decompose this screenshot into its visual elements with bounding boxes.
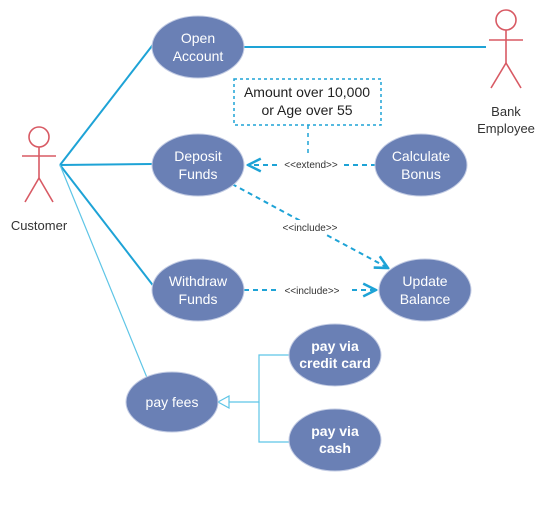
generalization-credit-card [226,354,292,403]
condition-note [233,78,382,126]
use-case-deposit-funds[interactable]: Deposit Funds [151,133,245,197]
association-customer-pay-fees [59,164,151,386]
update-balance-label-line-2: Balance [400,291,451,307]
use-case-update-balance[interactable]: Update Balance [378,258,472,322]
note-line-2: or Age over 55 [261,102,352,118]
use-case-pay-fees[interactable]: pay fees [125,371,219,433]
deposit-funds-label-line-1: Deposit [174,148,222,164]
customer-actor-icon [22,126,56,203]
include-arrow-deposit [231,183,388,268]
withdraw-funds-label-line-2: Funds [179,291,218,307]
pay-fees-label: pay fees [146,394,199,410]
pay-credit-card-label-line-1: pay via [311,338,359,354]
deposit-funds-label-line-2: Funds [179,166,218,182]
use-case-pay-credit-card[interactable]: pay via credit card [288,323,382,387]
extend-label: <<extend>> [284,160,338,171]
include-label-deposit-bg [274,220,346,234]
bank-employee-label-line-2: Employee [477,121,535,136]
association-customer-deposit-funds [59,163,153,166]
association-customer-open-account [59,41,156,166]
include-label-withdraw-bg [276,283,348,297]
open-account-label-line-2: Account [173,48,224,64]
withdraw-funds-label-line-1: Withdraw [169,273,228,289]
pay-cash-label-line-2: cash [319,440,351,456]
use-case-withdraw-funds[interactable]: Withdraw Funds [151,258,245,322]
bank-employee-label-line-1: Bank [491,104,521,119]
customer-label: Customer [11,218,68,233]
use-case-pay-cash[interactable]: pay via cash [288,408,382,472]
include-label-withdraw: <<include>> [284,286,339,297]
association-customer-withdraw-funds [59,164,156,289]
note-line-1: Amount over 10,000 [244,84,370,100]
calculate-bonus-label-line-1: Calculate [392,148,451,164]
open-account-label-line-1: Open [181,30,215,46]
use-case-calculate-bonus[interactable]: Calculate Bonus [374,133,468,197]
bank-employee-actor-icon [489,9,523,89]
calculate-bonus-label-line-2: Bonus [401,166,441,182]
include-label-deposit: <<include>> [282,223,337,234]
generalization-arrowhead [216,394,230,410]
update-balance-label-line-1: Update [402,273,447,289]
pay-credit-card-label-line-2: credit card [299,355,371,371]
extend-label-bg [278,157,344,171]
use-case-open-account[interactable]: Open Account [151,15,245,79]
generalization-cash [258,402,292,443]
pay-cash-label-line-1: pay via [311,423,359,439]
